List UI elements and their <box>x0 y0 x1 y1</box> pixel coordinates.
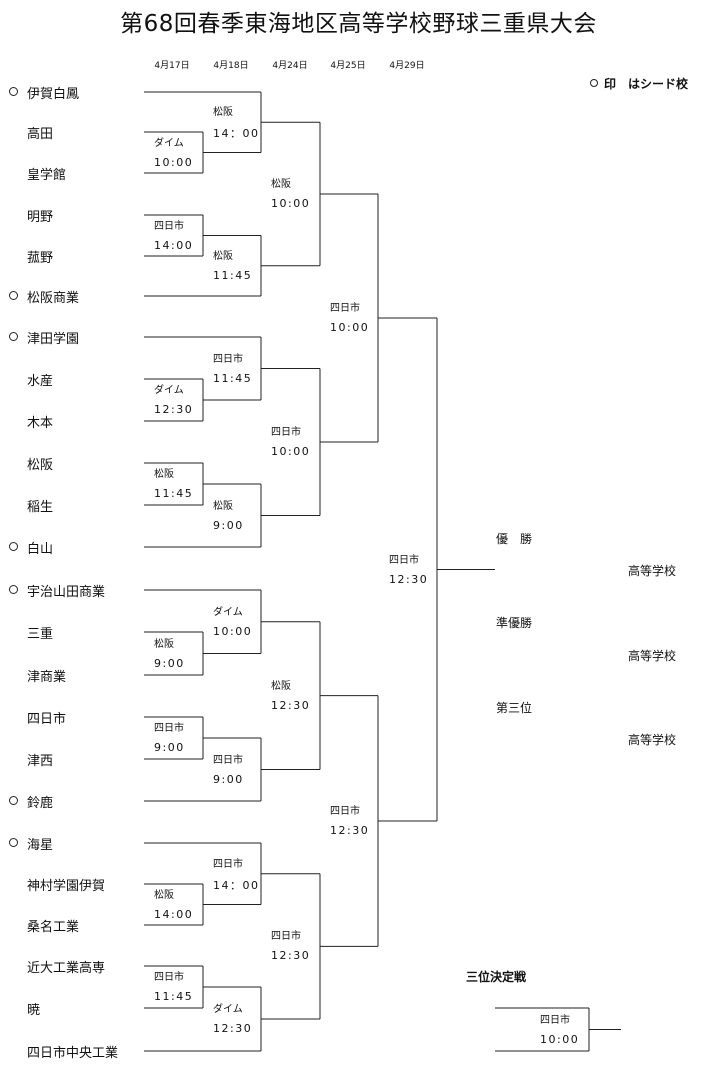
team-name: 海星 <box>27 838 54 853</box>
game-time: 9:00 <box>154 741 185 754</box>
game-venue: 松阪 <box>213 250 233 262</box>
seed-legend-text: 印 はシード校 <box>604 77 689 91</box>
game-time: 10:00 <box>540 1032 580 1046</box>
game-venue: 松阪 <box>154 469 174 480</box>
team-name: 四日市中央工業 <box>27 1046 119 1061</box>
game-venue: 松阪 <box>154 638 174 650</box>
date-r2: 4月18日 <box>213 61 249 71</box>
game-venue: ダイム <box>154 137 184 149</box>
team-name: 稲生 <box>27 500 54 515</box>
game-time: 12:30 <box>271 698 311 712</box>
game-venue: 四日市 <box>271 427 301 438</box>
team-name: 菰野 <box>27 251 54 266</box>
game-time: 11:45 <box>154 990 194 1003</box>
team-name: 神村学園伊賀 <box>27 879 106 894</box>
seed-mark-icon <box>9 585 18 594</box>
seed-mark-icon <box>9 796 18 805</box>
seed-mark-icon <box>590 79 598 87</box>
game-venue: 松阪 <box>154 889 174 901</box>
date-r3: 4月24日 <box>272 61 308 71</box>
third-place-game-title: 三位決定戦 <box>466 970 527 984</box>
seed-mark-icon <box>9 838 18 847</box>
seed-legend: 印 はシード校 <box>590 75 688 92</box>
game-time: 10:00 <box>271 445 311 458</box>
team-name: 松阪 <box>27 458 54 473</box>
game-time: 10:00 <box>154 155 194 169</box>
game-time: 9:00 <box>213 518 244 532</box>
team-name: 明野 <box>27 210 54 225</box>
game-time: 9:00 <box>154 656 185 670</box>
team-name: 近大工業高専 <box>27 961 106 976</box>
game-time: 10:00 <box>330 321 370 334</box>
game-venue: 四日市 <box>213 858 243 870</box>
date-r1: 4月17日 <box>154 61 190 71</box>
team-name: 高田 <box>27 127 54 142</box>
date-final: 4月29日 <box>389 61 425 71</box>
page-title: 第68回春季東海地区高等学校野球三重県大会 <box>120 11 597 37</box>
game-time: 14:00 <box>154 238 194 252</box>
team-name: 四日市 <box>27 712 67 727</box>
team-name: 津商業 <box>27 670 67 685</box>
game-venue: 四日市 <box>330 303 360 314</box>
game-venue: 四日市 <box>213 353 243 365</box>
team-name: 鈴鹿 <box>27 796 54 811</box>
game-venue: 四日市 <box>540 1014 570 1026</box>
game-time: 14:00 <box>154 907 194 921</box>
runner-up-label: 準優勝 <box>496 616 533 630</box>
game-time: 12:30 <box>213 1022 253 1035</box>
third-place-school: 高等学校 <box>628 733 677 747</box>
game-venue: 四日市 <box>271 931 301 943</box>
team-name: 三重 <box>27 627 54 642</box>
team-name: 桑名工業 <box>27 920 80 935</box>
game-venue: 四日市 <box>154 220 184 232</box>
game-time: 12:30 <box>154 403 194 416</box>
game-venue: 四日市 <box>330 806 360 817</box>
game-time: 10:00 <box>271 197 311 210</box>
game-time: 14：00 <box>213 878 260 892</box>
game-venue: ダイム <box>213 1004 243 1015</box>
date-sf: 4月25日 <box>330 61 366 71</box>
runner-up-school: 高等学校 <box>628 649 677 663</box>
team-name: 白山 <box>27 542 54 557</box>
game-time: 9:00 <box>213 772 244 786</box>
champion-school: 高等学校 <box>628 564 677 578</box>
seed-mark-icon <box>9 332 18 341</box>
game-time: 12:30 <box>330 824 370 837</box>
seed-mark-icon <box>9 87 18 96</box>
game-venue: 松阪 <box>271 179 291 190</box>
game-time: 12:30 <box>271 949 311 963</box>
game-venue: 四日市 <box>213 754 243 766</box>
team-name: 津田学園 <box>27 332 80 347</box>
game-venue: 松阪 <box>213 107 233 119</box>
game-venue: 松阪 <box>271 680 291 692</box>
seed-mark-icon <box>9 291 18 300</box>
team-name: 皇学館 <box>27 168 67 183</box>
game-venue: 四日市 <box>389 554 419 566</box>
team-name: 暁 <box>27 1003 41 1018</box>
team-name: 水産 <box>27 374 54 389</box>
seed-mark-icon <box>9 542 18 551</box>
game-time: 11:45 <box>154 487 194 500</box>
game-time: 11:45 <box>213 371 253 385</box>
champion-label: 優 勝 <box>496 532 533 546</box>
game-venue: 四日市 <box>154 723 184 734</box>
team-name: 木本 <box>27 416 54 431</box>
game-time: 14：00 <box>213 127 260 141</box>
game-venue: 松阪 <box>213 500 233 512</box>
team-name: 宇治山田商業 <box>27 585 106 600</box>
team-name: 津西 <box>27 754 54 769</box>
game-venue: ダイム <box>213 606 243 618</box>
game-time: 10:00 <box>213 624 253 638</box>
team-name: 伊賀白鳳 <box>27 87 80 102</box>
game-time: 12:30 <box>389 572 429 586</box>
third-place-label: 第三位 <box>496 701 533 715</box>
game-venue: ダイム <box>154 385 184 396</box>
game-time: 11:45 <box>213 268 253 282</box>
team-name: 松阪商業 <box>27 291 80 306</box>
game-venue: 四日市 <box>154 972 184 983</box>
